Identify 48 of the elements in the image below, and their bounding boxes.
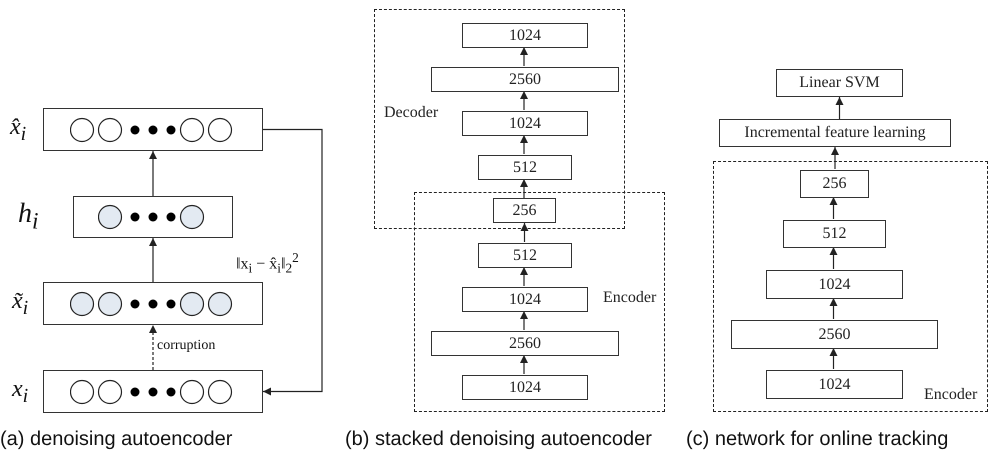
panel-caption: (b) stacked denoising autoencoder xyxy=(345,428,652,451)
layer-box: 2560 xyxy=(731,320,938,349)
arrow xyxy=(520,47,528,66)
arrow xyxy=(149,238,157,282)
layer-box: 1024 xyxy=(766,270,903,299)
layer-box: 1024 xyxy=(462,287,588,312)
arrow xyxy=(149,325,157,370)
dashed-group-box xyxy=(374,9,625,229)
layer-box: 512 xyxy=(783,220,886,248)
group-label: Encoder xyxy=(603,289,656,307)
layer-box: 1024 xyxy=(462,375,588,400)
arrow xyxy=(830,298,838,319)
panel-caption: (c) network for online tracking xyxy=(686,428,948,451)
layer-box: 2560 xyxy=(431,67,619,92)
arrow xyxy=(520,267,528,286)
layer-box: 512 xyxy=(478,155,572,180)
arrow xyxy=(263,128,323,396)
arrow xyxy=(520,91,528,110)
arrow xyxy=(830,197,838,219)
layer-box: 2560 xyxy=(431,331,619,356)
layer-box: 512 xyxy=(478,243,572,268)
arrow xyxy=(831,147,839,169)
dashed-group-box xyxy=(414,192,665,412)
arrow xyxy=(830,348,838,369)
panel-caption: (a) denoising autoencoder xyxy=(0,428,232,451)
layer-label: x̃$_{i}$ xyxy=(12,289,28,318)
layer-box: Incremental feature learning xyxy=(719,119,951,147)
arrow xyxy=(520,135,528,154)
layer-box: 1024 xyxy=(766,370,903,399)
layer-label: x̂$_{i}$ xyxy=(10,115,26,144)
layer-label: h$_{i}$ xyxy=(18,200,38,234)
layer-label: x$_{i}$ xyxy=(12,377,28,406)
arrow xyxy=(836,97,844,119)
layer-box: 1024 xyxy=(462,23,588,48)
arrow xyxy=(830,247,838,269)
dashed-group-box xyxy=(713,161,988,412)
group-label: Decoder xyxy=(384,104,438,122)
arrow xyxy=(149,151,157,196)
arrow xyxy=(520,355,528,374)
layer-box: 256 xyxy=(493,198,556,223)
group-label: Encoder xyxy=(924,386,978,404)
layer-box: 1024 xyxy=(462,111,588,136)
layer-box: Linear SVM xyxy=(776,69,903,97)
edge-label: corruption xyxy=(157,338,216,354)
layer-box: 256 xyxy=(800,170,869,198)
arrow xyxy=(520,179,528,198)
arrow xyxy=(520,311,528,330)
arrow xyxy=(520,223,528,242)
